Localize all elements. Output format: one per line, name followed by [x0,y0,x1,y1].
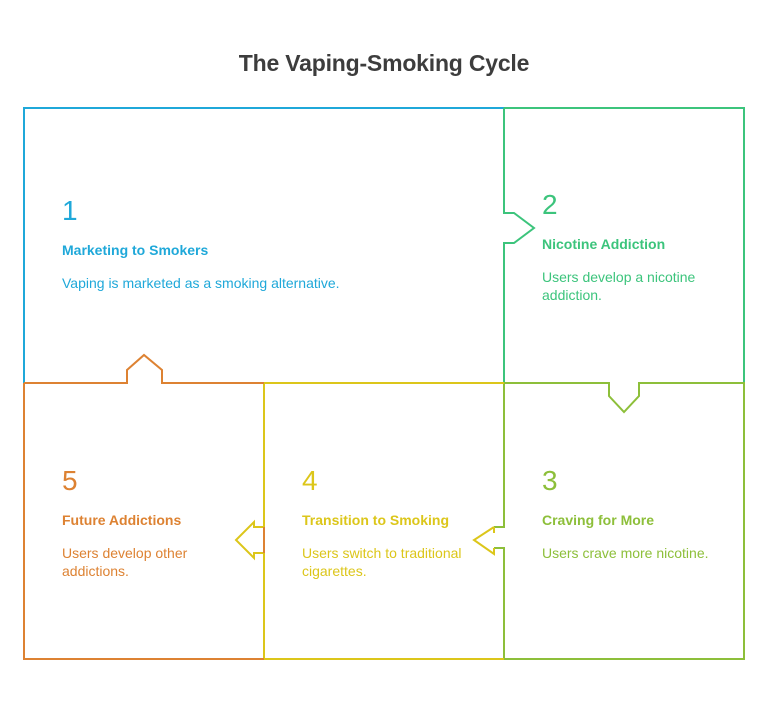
step-5-heading: Future Addictions [62,512,182,528]
step-5-description: Users develop other addictions. [62,545,188,579]
step-2: 2 Nicotine Addiction Users develop a nic… [542,190,717,304]
step-4-heading: Transition to Smoking [302,512,450,528]
step-1: 1 Marketing to Smokers Vaping is markete… [62,196,422,292]
step-1-heading: Marketing to Smokers [62,242,209,258]
step-1-box [23,107,504,383]
step-3: 3 Craving for More Users crave more nico… [542,466,717,562]
step-3-box [494,382,745,660]
step-4: 4 Transition to Smoking Users switch to … [302,466,477,580]
step-5: 5 Future Addictions Users develop other … [62,466,237,580]
step-5-number: 5 [62,465,78,496]
step-1-number: 1 [62,195,78,226]
diagram-title: The Vaping-Smoking Cycle [238,50,530,76]
step-4-number: 4 [302,465,318,496]
step-4-description: Users switch to traditional cigarettes. [302,545,462,579]
step-3-heading: Craving for More [542,512,655,528]
step-3-number: 3 [542,465,558,496]
step-3-description: Users crave more nicotine. [542,545,709,561]
step-2-number: 2 [542,189,558,220]
arrow-4-to-5 [234,519,264,561]
step-2-description: Users develop a nicotine addiction. [542,269,696,303]
step-2-heading: Nicotine Addiction [542,236,666,252]
step-2-box [503,107,745,383]
step-1-description: Vaping is marketed as a smoking alternat… [62,275,340,291]
step-5-box [23,353,265,660]
